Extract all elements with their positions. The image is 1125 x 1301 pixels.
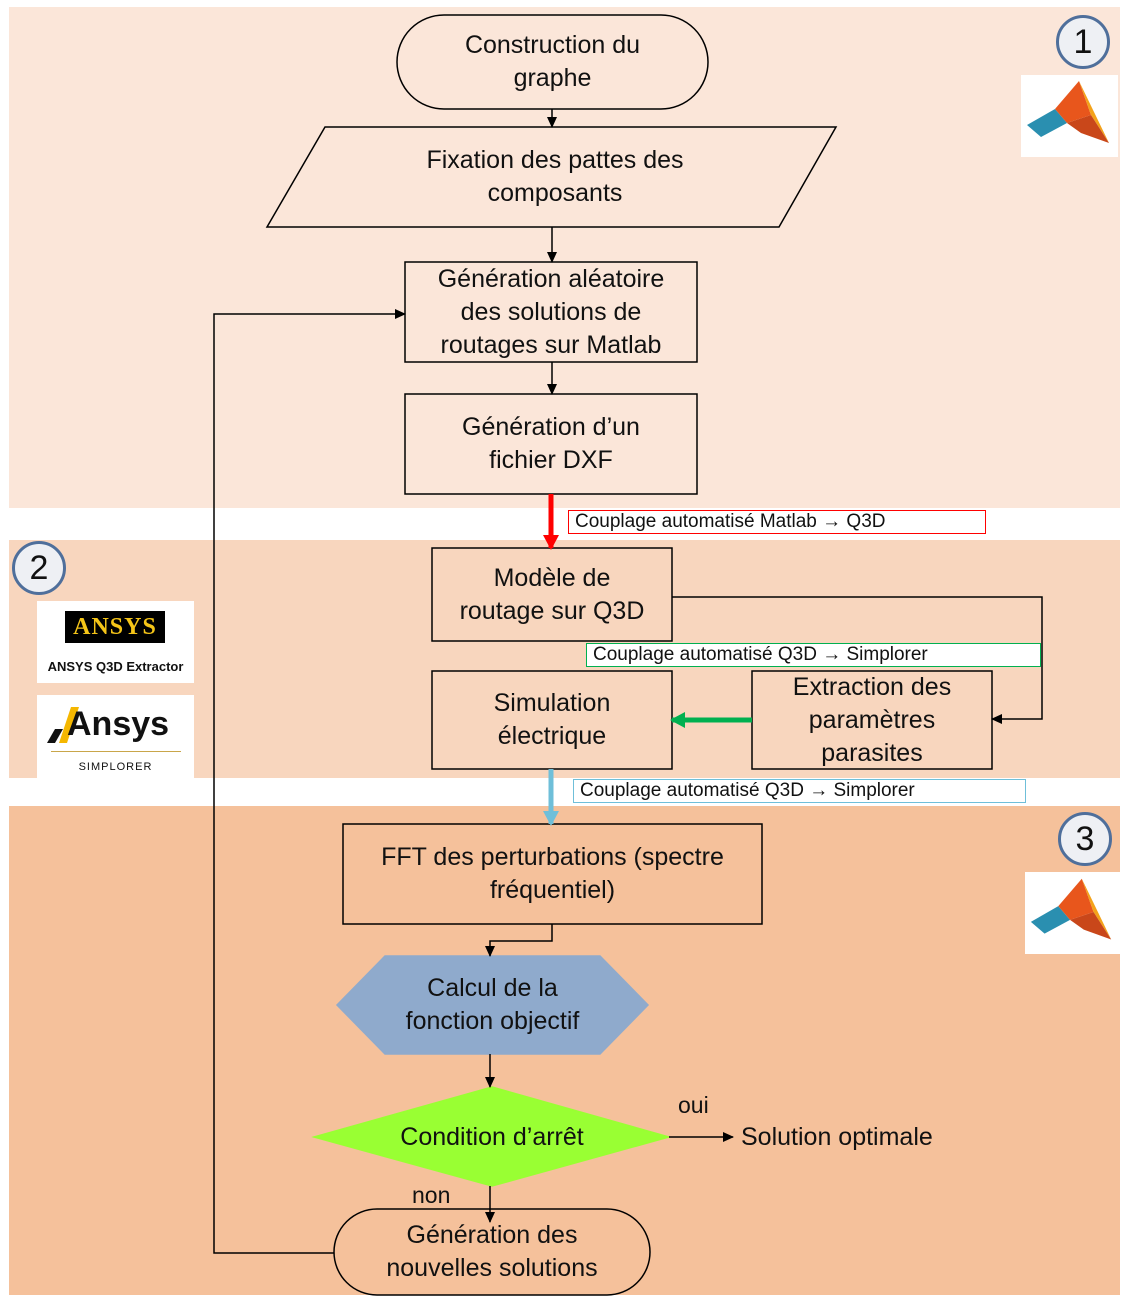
ansys2-wordmark: Ansys bbox=[67, 705, 170, 743]
ansys-q3d-logo: ANSYS ANSYS Q3D Extractor bbox=[37, 601, 194, 683]
random-process-shape bbox=[404, 261, 698, 363]
new-solutions-terminator-shape bbox=[333, 1208, 651, 1296]
node-simulation: Simulation électrique bbox=[493, 689, 611, 750]
node-dxf-generation: Génération d’un fichier DXF bbox=[462, 413, 640, 474]
ansys-caption: ANSYS Q3D Extractor bbox=[47, 659, 184, 674]
arrow-loop-back bbox=[213, 309, 406, 1254]
node-objective: Calcul de la fonction objectif bbox=[405, 974, 580, 1035]
badge-step-1: 1 bbox=[1056, 15, 1110, 69]
extraction-shape bbox=[751, 670, 993, 770]
coupling-label-q3d-simplorer-1: Couplage automatisé Q3D → Simplorer bbox=[586, 643, 1041, 667]
matlab-logo-bottom bbox=[1025, 872, 1120, 954]
stop-diamond-shape bbox=[311, 1086, 672, 1187]
node-fft: FFT des perturbations (spectre fréquenti… bbox=[381, 843, 724, 904]
matlab-logo-top bbox=[1021, 75, 1118, 157]
fix-parallelogram-shape bbox=[265, 126, 838, 228]
ansys-simplorer-logo: Ansys SIMPLORER bbox=[37, 695, 194, 779]
objective-hexagon-shape bbox=[335, 955, 650, 1055]
badge-step-3: 3 bbox=[1058, 812, 1112, 866]
node-fix-pins: Fixation des pattes des composants bbox=[426, 146, 684, 207]
label-yes: oui bbox=[678, 1092, 709, 1118]
node-extraction: Extraction des paramètres parasites bbox=[792, 672, 952, 767]
label-no: non bbox=[412, 1182, 451, 1208]
q3d-model-shape bbox=[431, 547, 673, 642]
badge-step-2: 2 bbox=[12, 541, 66, 595]
fft-process-shape bbox=[342, 823, 763, 925]
arrow-q3d-to-extraction bbox=[672, 596, 1043, 724]
node-random-generation: Génération aléatoire des solutions de ro… bbox=[437, 264, 665, 359]
coupling-label-matlab-q3d: Couplage automatisé Matlab → Q3D bbox=[568, 510, 986, 534]
matlab-icon bbox=[1027, 81, 1109, 143]
matlab-icon bbox=[1030, 878, 1112, 940]
node-stop-condition: Condition d’arrêt bbox=[400, 1122, 584, 1151]
ansys2-mark: Ansys bbox=[45, 703, 185, 747]
ansys-chevron-icon bbox=[47, 707, 79, 743]
node-new-solutions: Génération des nouvelles solutions bbox=[386, 1221, 598, 1282]
node-optimal-solution: Solution optimale bbox=[741, 1123, 933, 1151]
ansys2-caption: SIMPLORER bbox=[78, 761, 153, 773]
node-start: Construction du graphe bbox=[464, 31, 641, 92]
ansys2-divider bbox=[51, 751, 181, 752]
node-q3d-model: Modèle de routage sur Q3D bbox=[459, 563, 645, 625]
simulation-shape bbox=[431, 670, 673, 770]
coupling-label-q3d-simplorer-2: Couplage automatisé Q3D → Simplorer bbox=[573, 779, 1026, 803]
arrow-fft-to-objective bbox=[485, 924, 553, 957]
ansys-wordmark: ANSYS bbox=[65, 611, 165, 643]
